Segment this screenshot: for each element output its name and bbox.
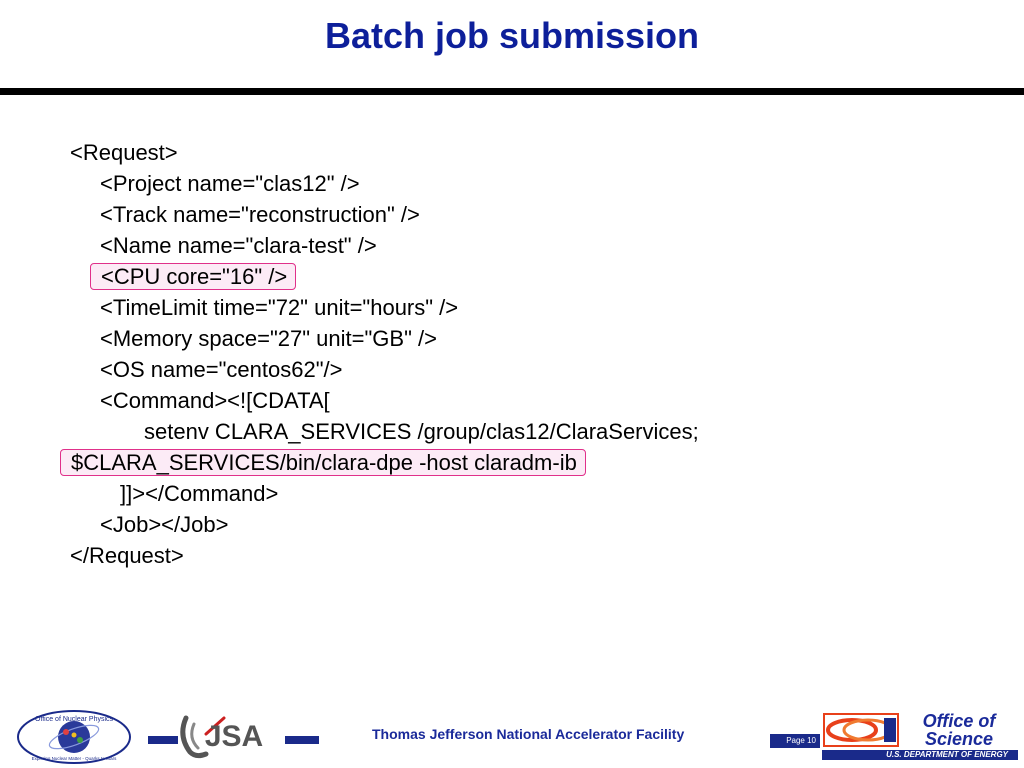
code-text: ]]></Command> — [120, 481, 279, 506]
code-line: <OS name="centos62"/> — [70, 354, 699, 385]
xml-code-block: <Request> <Project name="clas12" /> <Tra… — [60, 137, 699, 571]
code-line: <Request> — [70, 137, 699, 168]
code-line: <Project name="clas12" /> — [70, 168, 699, 199]
code-line: <TimeLimit time="72" unit="hours" /> — [70, 292, 699, 323]
nuclear-physics-text: Office of Nuclear Physics — [35, 716, 114, 723]
code-line-highlighted: $CLARA_SERVICES/bin/clara-dpe -host clar… — [60, 447, 699, 478]
code-text: <TimeLimit time="72" unit="hours" /> — [100, 295, 459, 320]
code-text: <Memory space="27" unit="GB" /> — [100, 326, 437, 351]
code-text: </Request> — [70, 543, 184, 568]
office-of-science-title: Office of Science — [904, 712, 1014, 748]
code-text: <Project name="clas12" /> — [100, 171, 360, 196]
slide-footer: Office of Nuclear Physics Exploring Nucl… — [0, 700, 1024, 768]
title-divider — [0, 88, 1024, 95]
code-line: setenv CLARA_SERVICES /group/clas12/Clar… — [70, 416, 699, 447]
science-line-2: Science — [924, 729, 994, 749]
code-line: </Request> — [70, 540, 699, 571]
code-line: <Memory space="27" unit="GB" /> — [70, 323, 699, 354]
code-text: <Name name="clara-test" /> — [100, 233, 377, 258]
code-line: <Job></Job> — [70, 509, 699, 540]
doe-label: U.S. DEPARTMENT OF ENERGY — [822, 750, 1018, 760]
code-text: setenv CLARA_SERVICES /group/clas12/Clar… — [144, 419, 699, 444]
page-number: Page 10 — [770, 734, 820, 748]
office-of-science-logo — [823, 713, 899, 747]
code-text: <Command><![CDATA[ — [100, 388, 330, 413]
office-of-nuclear-physics-logo: Office of Nuclear Physics Exploring Nucl… — [17, 710, 131, 764]
science-line-1: Office of — [922, 711, 996, 731]
nuclear-physics-tagline: Exploring Nuclear Matter - Quarks to Sta… — [32, 756, 118, 761]
code-text: <Request> — [70, 140, 178, 165]
code-line: <Command><![CDATA[ — [70, 385, 699, 416]
code-line: <Name name="clara-test" /> — [70, 230, 699, 261]
jsa-text: JSA — [205, 720, 263, 753]
code-text: <CPU core="16" /> — [90, 263, 297, 290]
jsa-bar-left — [148, 736, 178, 744]
code-line-highlighted: <CPU core="16" /> — [70, 261, 699, 292]
code-text: $CLARA_SERVICES/bin/clara-dpe -host clar… — [60, 449, 586, 476]
code-text: <Track name="reconstruction" /> — [100, 202, 420, 227]
code-text: <OS name="centos62"/> — [100, 357, 343, 382]
jsa-bar-right — [285, 736, 319, 744]
jsa-logo: JSA — [180, 715, 263, 759]
code-line: <Track name="reconstruction" /> — [70, 199, 699, 230]
slide-title: Batch job submission — [324, 15, 700, 56]
code-line: ]]></Command> — [70, 478, 699, 509]
code-text: <Job></Job> — [100, 512, 229, 537]
facility-name: Thomas Jefferson National Accelerator Fa… — [372, 726, 685, 742]
